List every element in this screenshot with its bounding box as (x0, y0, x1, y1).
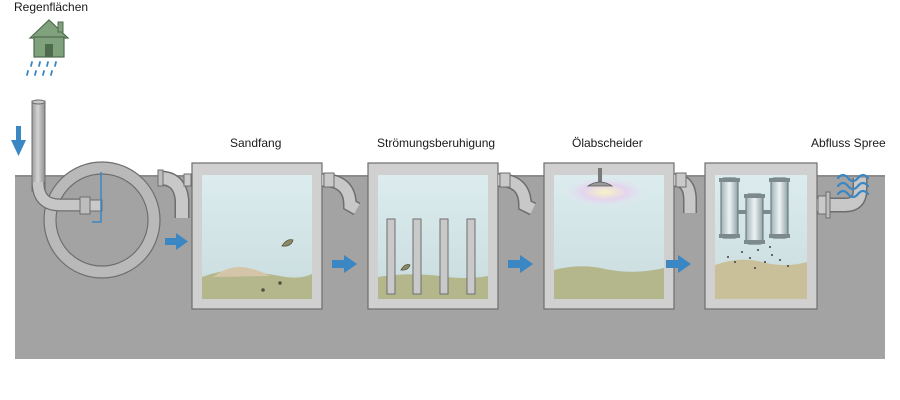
inlet-pipe-1 (157, 169, 192, 218)
filter-cartridge-icon (719, 177, 790, 245)
outlet-label: Abfluss Spree (811, 136, 886, 150)
outlet-pipe (817, 178, 868, 219)
chamber-sandfang (191, 162, 323, 310)
chamber-stroemungsberuhigung (367, 162, 499, 310)
vortex-separator (31, 161, 161, 279)
flow-arrow-icon (332, 255, 357, 273)
flow-arrow-icon (666, 255, 691, 273)
flow-arrow-icon (11, 126, 26, 156)
flow-arrow-icon (508, 255, 533, 273)
downpipe (31, 100, 46, 192)
stroemungsberuhigung-label: Strömungsberuhigung (377, 136, 496, 150)
chamber-filter (704, 162, 818, 310)
rain-icon (26, 61, 57, 76)
water-waves-icon (836, 173, 870, 199)
transfer-pipe-2 (497, 172, 537, 216)
rain-source-label: Regenflächen (14, 0, 89, 14)
chamber-oelabscheider (543, 162, 675, 310)
sandfang-label: Sandfang (230, 136, 282, 150)
transfer-pipe-3 (673, 172, 697, 213)
house-icon (28, 19, 70, 58)
transfer-pipe-1 (321, 172, 361, 216)
flow-arrow-icon (165, 233, 188, 250)
oil-skimmer-icon (586, 168, 614, 187)
oelabscheider-label: Ölabscheider (572, 136, 643, 150)
leaf-icon (281, 239, 294, 247)
